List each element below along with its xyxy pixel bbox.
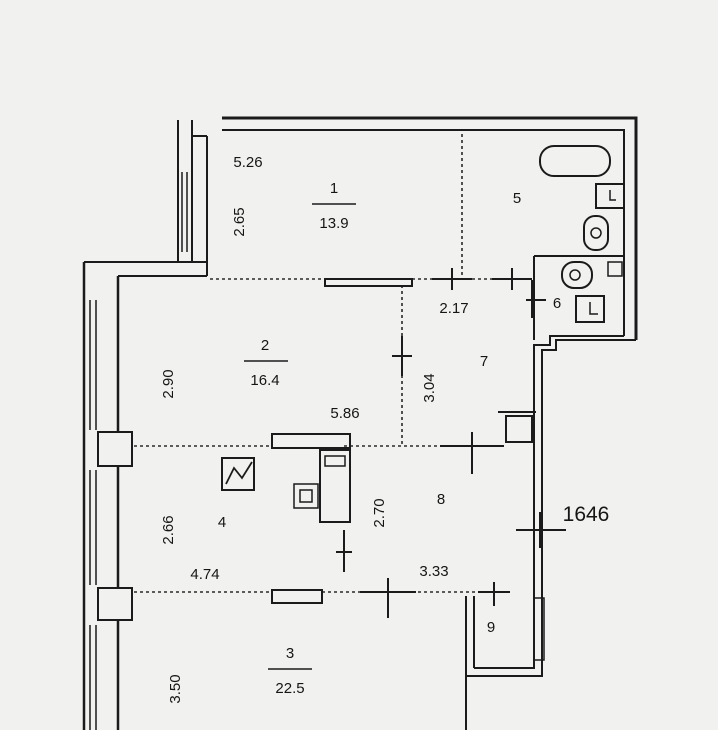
toilet-icon: [583, 215, 609, 251]
door-mark-entrance: [516, 512, 566, 548]
door-mark-9: [478, 582, 510, 606]
upper-window: [181, 172, 188, 252]
column-lower: [97, 587, 133, 621]
top-wall: [222, 116, 638, 340]
toilet-6-seat: [569, 269, 581, 281]
dimension-label: 2.17: [439, 300, 468, 317]
left-facade: [82, 262, 120, 730]
room-1-number: 1: [330, 180, 338, 197]
door-mark-6: [526, 280, 546, 318]
room-3-number: 3: [286, 645, 294, 662]
upper-facade: [177, 120, 208, 262]
washbasin-icon: [595, 183, 625, 209]
partition-low: [271, 589, 323, 604]
washbasin-6-tap: [589, 302, 598, 315]
door-mark-2: [492, 268, 532, 290]
dimension-labels: 5.26 2.65 2.17 2.90 5.86 3.04 2.66 2.70 …: [160, 154, 469, 704]
room-2-area: 16.4: [250, 372, 279, 389]
washbasin-tap: [609, 190, 616, 201]
room-4-number: 4: [218, 514, 226, 531]
top-wall-inner: [222, 129, 625, 336]
dimension-label: 2.70: [371, 498, 388, 527]
washbasin-6-icon: [575, 295, 605, 323]
partition-top: [324, 278, 413, 287]
door-mark-1: [432, 268, 472, 290]
kitchen-stove: [293, 483, 319, 509]
dimension-label: 3.04: [421, 373, 438, 402]
riser-icon: [607, 261, 623, 277]
room-labels: 1 13.9 2 16.4 3 22.5 4 5 6 7 8 9: [218, 180, 561, 697]
toilet-6-icon: [561, 261, 593, 289]
dimension-label: 2.65: [231, 207, 248, 236]
room-3-area: 22.5: [275, 680, 304, 697]
dimension-label: 5.86: [330, 405, 359, 422]
room-9-number: 9: [487, 619, 495, 636]
door-mark-8: [440, 432, 504, 474]
door-marks: [336, 268, 566, 618]
electrical-panel-icon: [221, 457, 255, 491]
dimension-label: 2.66: [160, 515, 177, 544]
dimension-label: 3.33: [419, 563, 448, 580]
bath6-walls: [533, 255, 624, 340]
left-windows: [89, 300, 97, 730]
room-5-number: 5: [513, 190, 521, 207]
toilet-seat: [590, 227, 602, 239]
partition-mid: [271, 433, 351, 449]
room-2-number: 2: [261, 337, 269, 354]
right-wall-inner: [474, 335, 624, 669]
bathroom-fixtures: [539, 145, 625, 323]
corner-stub: [191, 120, 207, 137]
door-mark-7: [392, 336, 412, 376]
exterior-walls: [82, 116, 638, 730]
room-7-number: 7: [480, 353, 488, 370]
step-wall: [84, 261, 208, 276]
kitchen-sink: [324, 455, 346, 467]
dimension-label: 4.74: [190, 566, 219, 583]
dimension-label: 2.90: [160, 369, 177, 398]
door-mark-4: [336, 530, 352, 572]
dimension-label: 3.50: [167, 674, 184, 703]
room-6-number: 6: [553, 295, 561, 312]
room-1-area: 13.9: [319, 215, 348, 232]
dimension-label: 5.26: [233, 154, 262, 171]
room9-wall: [465, 596, 475, 676]
shaft: [505, 415, 533, 443]
room-8-number: 8: [437, 491, 445, 508]
column-upper: [97, 431, 133, 467]
right-wall: [465, 339, 636, 730]
kitchen-counter: [319, 449, 351, 523]
plan-code-label: 1646: [563, 503, 610, 526]
bathtub-icon: [539, 145, 611, 177]
door-mark-3: [360, 578, 416, 618]
room9-closet: [534, 597, 545, 661]
